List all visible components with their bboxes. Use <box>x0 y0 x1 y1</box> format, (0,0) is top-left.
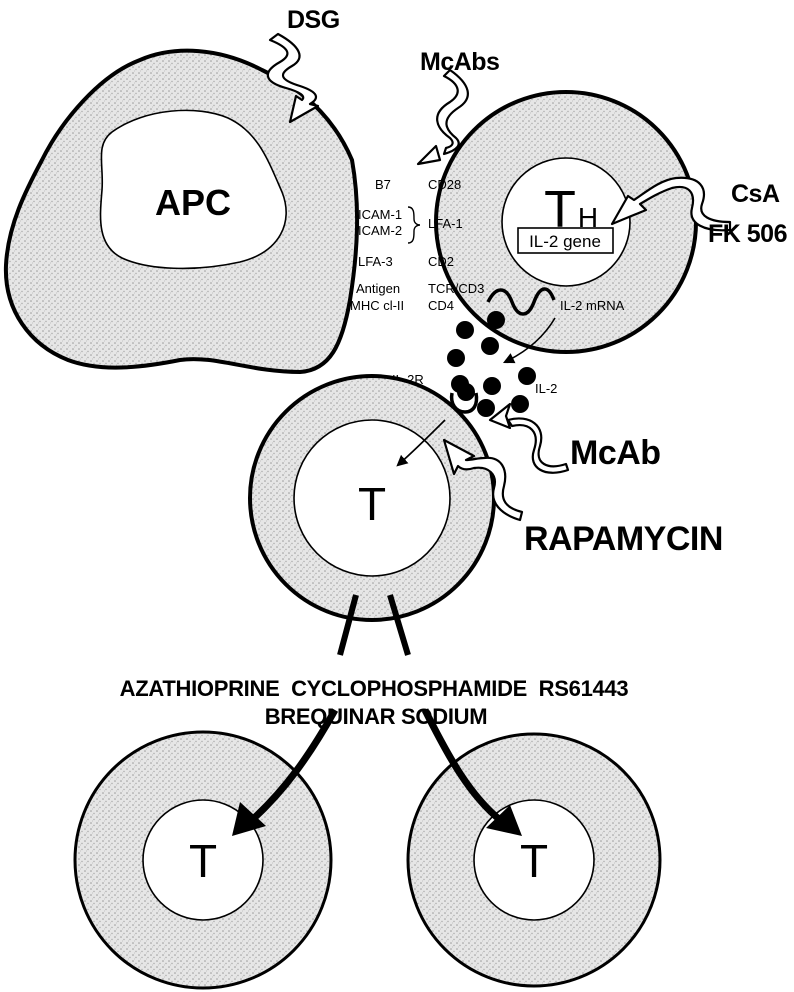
il2-molecule-dot <box>518 367 536 385</box>
t-center-label: T <box>358 478 386 530</box>
dsg-label: DSG <box>287 6 340 34</box>
antiproliferative-drugs-line2: BREQUINAR SODIUM <box>265 704 488 729</box>
il2-molecule-dot <box>487 311 505 329</box>
lfa3-label: LFA-3 <box>358 254 393 269</box>
mhc-label: MHC cl-II <box>350 298 404 313</box>
mcab-label: McAb <box>570 434 661 472</box>
il2-gene-label: IL-2 gene <box>529 232 601 251</box>
antigen-label: Antigen <box>356 281 400 296</box>
il2-molecule-dot <box>456 321 474 339</box>
il2-molecule-dot <box>481 337 499 355</box>
il2-label: IL-2 <box>535 381 557 396</box>
apc-label: APC <box>155 182 231 223</box>
th-cell: T H IL-2 gene IL-2 mRNA <box>436 92 696 352</box>
mcabs-label: McAbs <box>420 48 499 76</box>
t-left-label: T <box>189 835 217 887</box>
icam1-label: ICAM-1 <box>358 207 402 222</box>
t-right-label: T <box>520 835 548 887</box>
il2-molecule-dot <box>457 383 475 401</box>
tcr-label: TCR/CD3 <box>428 281 484 296</box>
b7-label: B7 <box>375 177 391 192</box>
cd2-label: CD2 <box>428 254 454 269</box>
icam-brace <box>408 207 420 243</box>
icam2-label: ICAM-2 <box>358 223 402 238</box>
lfa1-label: LFA-1 <box>428 216 463 231</box>
mcab-arrow <box>490 404 568 473</box>
rapamycin-label: RAPAMYCIN <box>524 520 723 558</box>
t-cell-center: T <box>250 376 494 620</box>
cd28-label: CD28 <box>428 177 461 192</box>
il2-molecule-dot <box>477 399 495 417</box>
il2-mrna-label: IL-2 mRNA <box>560 298 625 313</box>
csa-label: CsA <box>731 180 780 208</box>
fk506-label: FK 506 <box>708 220 787 248</box>
il2-molecule-dot <box>511 395 529 413</box>
cd4-label: CD4 <box>428 298 454 313</box>
antiproliferative-drugs-line1: AZATHIOPRINE CYCLOPHOSPHAMIDE RS61443 <box>120 676 629 701</box>
il2-molecule-dot <box>447 349 465 367</box>
t-cell-bottom-right: T <box>408 734 660 986</box>
il2-molecule-dot <box>483 377 501 395</box>
